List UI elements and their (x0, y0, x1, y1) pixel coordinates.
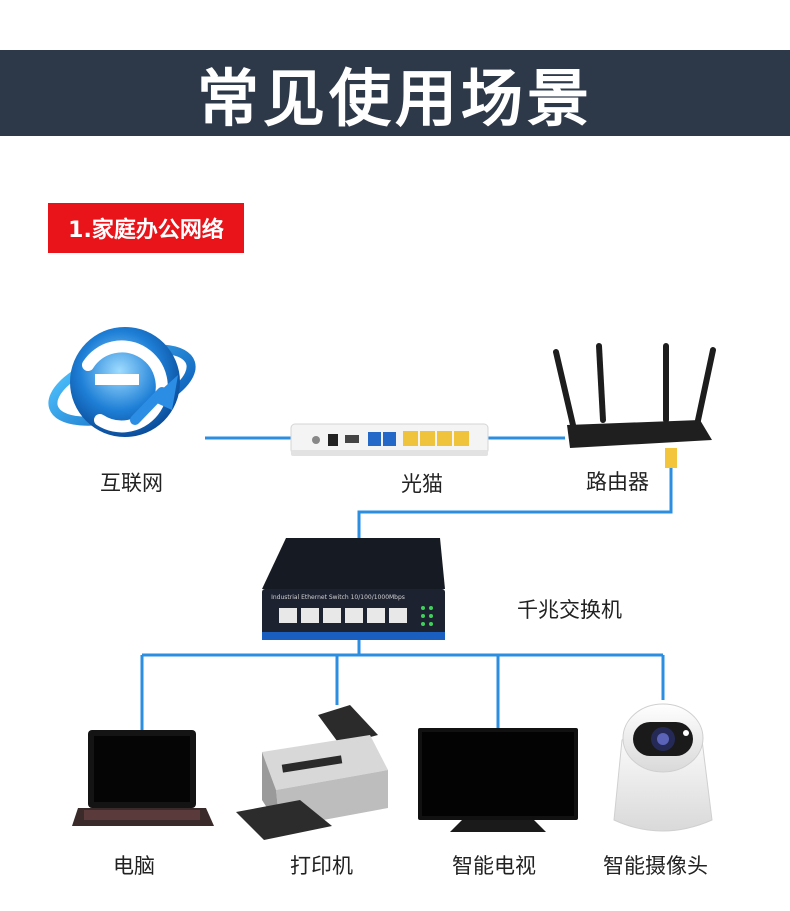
page-title: 常见使用场景 (196, 62, 593, 135)
link-router-switch (357, 468, 673, 540)
router-icon (553, 343, 716, 468)
section-tag: 1.家庭办公网络 (48, 203, 244, 253)
label-switch: 千兆交换机 (517, 598, 622, 622)
internet-globe-icon (48, 327, 196, 437)
label-camera: 智能摄像头 (603, 854, 708, 878)
switch-icon: Industrial Ethernet Switch 10/100/1000Mb… (262, 538, 445, 640)
label-laptop: 电脑 (113, 854, 155, 878)
modem-icon (290, 423, 489, 456)
label-modem: 光猫 (401, 472, 443, 496)
camera-icon (613, 703, 713, 832)
tv-icon (418, 728, 578, 832)
label-printer: 打印机 (290, 854, 353, 878)
label-internet: 互联网 (100, 471, 163, 495)
connection-lines (140, 436, 673, 730)
printer-icon (236, 705, 388, 840)
title-banner: 常见使用场景 (0, 50, 790, 136)
laptop-icon (72, 730, 214, 826)
switch-panel-text: Industrial Ethernet Switch 10/100/1000Mb… (271, 594, 405, 601)
label-tv: 智能电视 (452, 854, 536, 878)
label-router: 路由器 (586, 470, 649, 494)
